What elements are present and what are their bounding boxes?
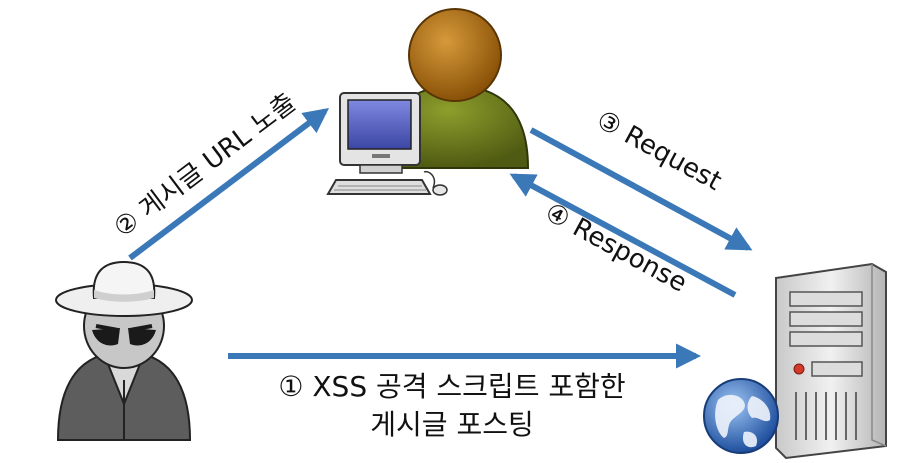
label-step1-line2: 게시글 포스팅: [370, 408, 533, 441]
label-step3: ③ Request: [591, 105, 726, 197]
arrow-step3-request: [529, 127, 753, 251]
arrow-step4-response: [509, 173, 737, 298]
label-step2: ② 게시글 URL 노출: [109, 88, 302, 244]
arrows: [128, 107, 753, 369]
arrow-step2-url-exposure: [128, 107, 330, 261]
spy-hacker-icon: [55, 260, 193, 441]
label-step1-line1: ① XSS 공격 스크립트 포함한: [278, 370, 625, 403]
user-at-computer-icon: [326, 8, 530, 196]
server-with-globe-icon: [703, 262, 887, 460]
label-step4: ④ Response: [540, 197, 692, 298]
